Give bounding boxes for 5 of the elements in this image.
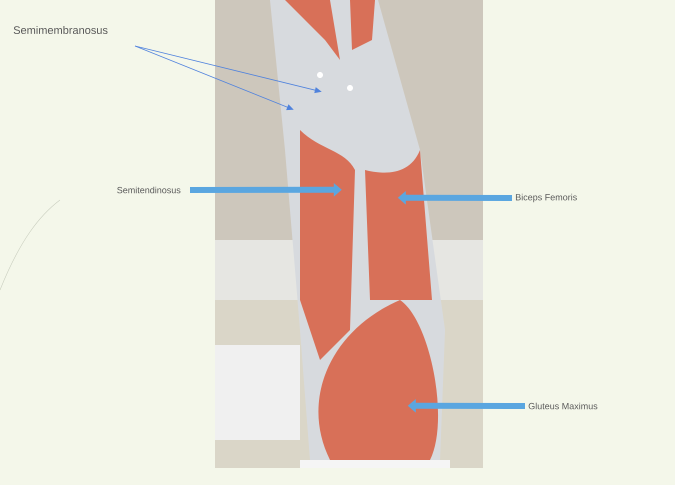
label: Semitendinosus: [117, 186, 180, 194]
photo-drawing: [215, 0, 483, 468]
label: Gluteus Maximus: [528, 402, 598, 410]
label: Biceps Femoris: [516, 194, 577, 202]
label: Semimembranosus: [14, 26, 108, 34]
